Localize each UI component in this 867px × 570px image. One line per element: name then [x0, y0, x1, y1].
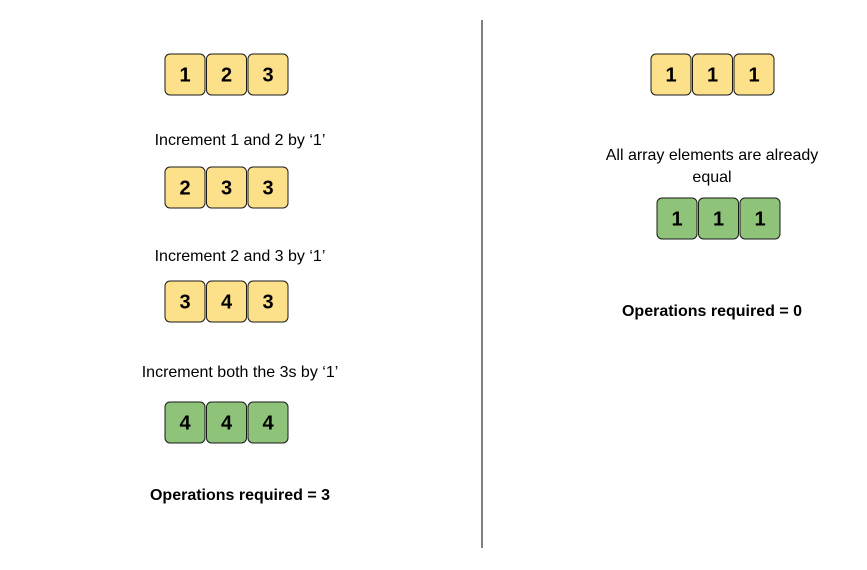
left-array-1: 1 2 3: [164, 53, 289, 96]
array-cell: 3: [247, 166, 289, 209]
array-cell: 1: [733, 53, 775, 96]
array-cell-value: 3: [262, 292, 273, 314]
array-cell: 1: [698, 197, 739, 240]
right-array-1: 1 1 1: [650, 53, 775, 96]
array-cell-box: [206, 280, 247, 323]
array-cell-value: 4: [221, 413, 233, 435]
right-panel: 1 1 1 All array elements are already equal…: [606, 53, 819, 320]
array-cell-box: [247, 280, 289, 323]
array-cell-box: [164, 53, 206, 96]
array-cell-box: [656, 197, 698, 240]
array-cell: 1: [739, 197, 781, 240]
array-cell-box: [692, 53, 733, 96]
array-cell-value: 2: [221, 65, 232, 87]
left-panel: 1 2 3 Increment 1 and 2 by ‘1’ 2 3 3 Increme…: [142, 53, 339, 504]
array-cell-value: 3: [179, 292, 190, 314]
array-cell-value: 4: [221, 292, 233, 314]
array-cell: 3: [206, 166, 247, 209]
array-cell: 2: [164, 166, 206, 209]
left-step-3: Increment both the 3s by ‘1’: [142, 364, 339, 381]
right-note-line2: equal: [692, 169, 731, 186]
array-cell: 3: [247, 53, 289, 96]
array-cell-value: 1: [713, 209, 724, 231]
array-cell-box: [247, 53, 289, 96]
array-cell-value: 4: [262, 413, 274, 435]
array-cell-value: 1: [179, 65, 190, 87]
array-cell-box: [733, 53, 775, 96]
left-step-2: Increment 2 and 3 by ‘1’: [155, 248, 326, 265]
array-cell: 4: [164, 401, 206, 444]
array-cell-box: [698, 197, 739, 240]
array-cell-box: [206, 401, 247, 444]
right-result: Operations required = 0: [622, 303, 802, 320]
array-cell-value: 3: [262, 178, 273, 200]
left-step-1: Increment 1 and 2 by ‘1’: [155, 132, 326, 149]
array-cell: 1: [650, 53, 692, 96]
array-cell-value: 1: [748, 65, 759, 87]
array-cell: 2: [206, 53, 247, 96]
left-array-3: 3 4 3: [164, 280, 289, 323]
array-cell: 1: [656, 197, 698, 240]
array-cell-box: [164, 280, 206, 323]
array-cell-value: 1: [665, 65, 676, 87]
array-cell-value: 1: [754, 209, 765, 231]
left-result: Operations required = 3: [150, 487, 330, 504]
right-note-line1: All array elements are already: [606, 147, 819, 164]
array-cell: 3: [247, 280, 289, 323]
array-cell: 3: [164, 280, 206, 323]
array-cell-box: [247, 166, 289, 209]
array-cell-box: [164, 166, 206, 209]
left-array-4: 4 4 4: [164, 401, 289, 444]
array-cell: 1: [164, 53, 206, 96]
array-cell-value: 2: [179, 178, 190, 200]
array-cell-value: 1: [707, 65, 718, 87]
array-cell-value: 3: [262, 65, 273, 87]
array-cell-box: [650, 53, 692, 96]
array-cell-box: [739, 197, 781, 240]
array-cell-value: 3: [221, 178, 232, 200]
left-array-2: 2 3 3: [164, 166, 289, 209]
array-cell-box: [164, 401, 206, 444]
array-cell-value: 1: [671, 209, 682, 231]
array-cell-box: [206, 166, 247, 209]
array-cell: 4: [206, 401, 247, 444]
array-cell: 1: [692, 53, 733, 96]
array-cell-box: [206, 53, 247, 96]
array-cell-value: 4: [179, 413, 191, 435]
array-cell: 4: [206, 280, 247, 323]
right-array-2: 1 1 1: [656, 197, 781, 240]
array-cell-box: [247, 401, 289, 444]
array-cell: 4: [247, 401, 289, 444]
